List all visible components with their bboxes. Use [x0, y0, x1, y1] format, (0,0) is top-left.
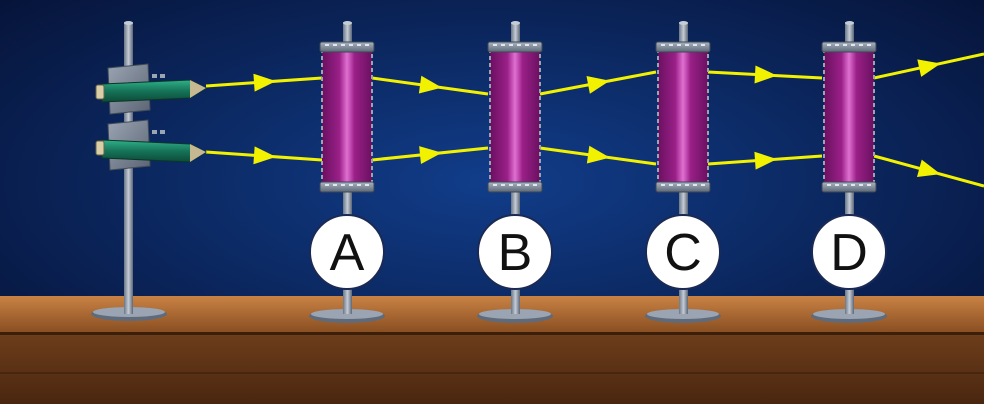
label-c: C — [645, 214, 721, 290]
label-text: B — [498, 224, 533, 282]
arrow-icon — [917, 59, 941, 77]
label-text: C — [664, 224, 702, 282]
arrow-icon — [586, 145, 610, 164]
crystal-block — [821, 41, 877, 193]
arrow-icon — [418, 75, 442, 94]
label-text: A — [330, 224, 365, 282]
station-b: B — [477, 21, 553, 323]
arrow-icon — [754, 151, 777, 170]
label-a: A — [309, 214, 385, 290]
station-c: C — [645, 21, 721, 323]
crystal-block — [487, 41, 543, 193]
arrow-icon — [754, 65, 777, 84]
beam-paths — [205, 52, 984, 188]
arrow-icon — [253, 146, 276, 165]
launcher-top — [95, 63, 208, 115]
arrow-icon — [419, 146, 442, 164]
label-d: D — [811, 214, 887, 290]
beam-bottom — [205, 145, 984, 188]
stations: A B C D — [309, 21, 887, 323]
arrow-icon — [253, 73, 276, 92]
table-front — [0, 332, 984, 404]
arrow-icon — [586, 76, 610, 94]
crystal-block — [655, 41, 711, 193]
station-d: D — [811, 21, 887, 323]
arrow-icon — [916, 159, 941, 178]
table-seam — [0, 372, 984, 374]
launcher-icon — [95, 63, 208, 115]
launcher-bottom — [95, 119, 208, 171]
label-text: D — [830, 224, 868, 282]
crystal-block — [319, 41, 375, 193]
station-a: A — [309, 21, 385, 323]
label-b: B — [477, 214, 553, 290]
table-edge — [0, 332, 984, 335]
beam-top — [205, 52, 984, 96]
launcher-icon — [95, 119, 208, 171]
